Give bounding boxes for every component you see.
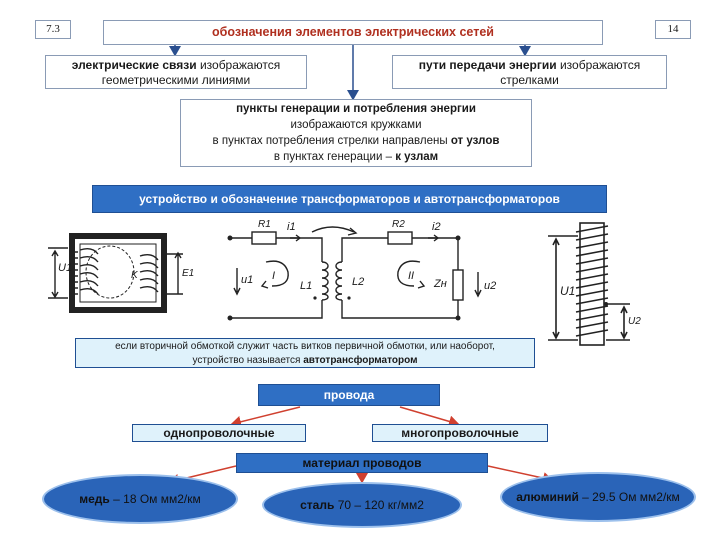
label-loop1: I <box>272 270 276 282</box>
label-U1: U1 <box>58 262 73 274</box>
auto-line2b: автотрансформатором <box>303 355 418 366</box>
copper-value: – 18 Ом мм2/км <box>109 492 201 506</box>
aluminium-ellipse: алюминий – 29.5 Ом мм2/км <box>500 472 696 522</box>
label-i1: i1 <box>287 221 296 233</box>
material-box: материал проводов <box>236 453 488 473</box>
points-line3b: от узлов <box>450 135 500 147</box>
multi-wire-label: многопроволочные <box>401 426 519 440</box>
auto-line2a: устройство называется <box>192 355 304 366</box>
autotransformer-note: если вторичной обмоткой служит часть вит… <box>75 338 535 368</box>
links-line2: геометрическими линиями <box>101 73 251 87</box>
transformer-header-text: устройство и обозначение трансформаторов… <box>139 192 560 206</box>
label-R2: R2 <box>392 219 405 230</box>
auto-line1: если вторичной обмоткой служит часть вит… <box>115 341 495 352</box>
multi-wire-box: многопроволочные <box>372 424 548 442</box>
label-Zn: Zн <box>434 278 447 290</box>
steel-ellipse: сталь 70 – 120 кг/мм2 <box>262 482 462 528</box>
slide-number-left: 7.3 <box>35 20 71 39</box>
slide-number-right: 14 <box>655 20 691 39</box>
label-L2: L2 <box>352 276 365 288</box>
material-label: материал проводов <box>302 456 422 470</box>
steel-name: сталь <box>300 498 335 512</box>
arrow-wires-to-single <box>230 406 301 428</box>
steel-value: 70 – 120 кг/мм2 <box>334 498 424 512</box>
points-box: пункты генерации и потребления энергии и… <box>180 99 532 167</box>
transformer-header: устройство и обозначение трансформаторов… <box>92 185 607 213</box>
label-u1: u1 <box>241 274 254 286</box>
wires-box: провода <box>258 384 440 406</box>
page-title: обозначения элементов электрических сете… <box>212 25 494 39</box>
single-wire-label: однопроволочные <box>163 426 275 440</box>
title-box: обозначения элементов электрических сете… <box>103 20 603 45</box>
label-loop2: II <box>408 270 415 282</box>
paths-box: пути передачи энергии изображаются стрел… <box>392 55 667 89</box>
label-i2: i2 <box>432 221 441 233</box>
paths-line2: стрелками <box>500 73 559 87</box>
paths-rest: изображаются <box>556 58 641 72</box>
points-line4b: к узлам <box>395 151 439 163</box>
copper-ellipse: медь – 18 Ом мм2/км <box>42 474 238 524</box>
label-E1: E1 <box>182 268 195 279</box>
copper-name: медь <box>79 492 110 506</box>
points-line2: изображаются кружками <box>290 119 422 131</box>
single-wire-box: однопроволочные <box>132 424 306 442</box>
wires-label: провода <box>323 388 375 402</box>
label-auto-U2: U2 <box>628 316 641 327</box>
points-line4a: в пунктах генерации – <box>273 151 396 163</box>
links-bold: электрические связи <box>71 58 197 72</box>
label-L1: L1 <box>300 280 313 292</box>
label-K: K <box>131 270 138 281</box>
label-R1: R1 <box>258 219 271 230</box>
arrow-wires-to-multi <box>399 406 460 428</box>
points-line3a: в пунктах потребления стрелки направлены <box>212 135 451 147</box>
paths-bold: пути передачи энергии <box>418 58 557 72</box>
links-box: электрические связи изображаются геометр… <box>45 55 307 89</box>
points-line1: пункты генерации и потребления энергии <box>236 103 476 115</box>
label-u2: u2 <box>484 280 497 292</box>
label-auto-U1: U1 <box>560 284 576 298</box>
links-rest: изображаются <box>196 58 281 72</box>
aluminium-value: – 29.5 Ом мм2/км <box>578 490 680 504</box>
aluminium-name: алюминий <box>516 490 579 504</box>
